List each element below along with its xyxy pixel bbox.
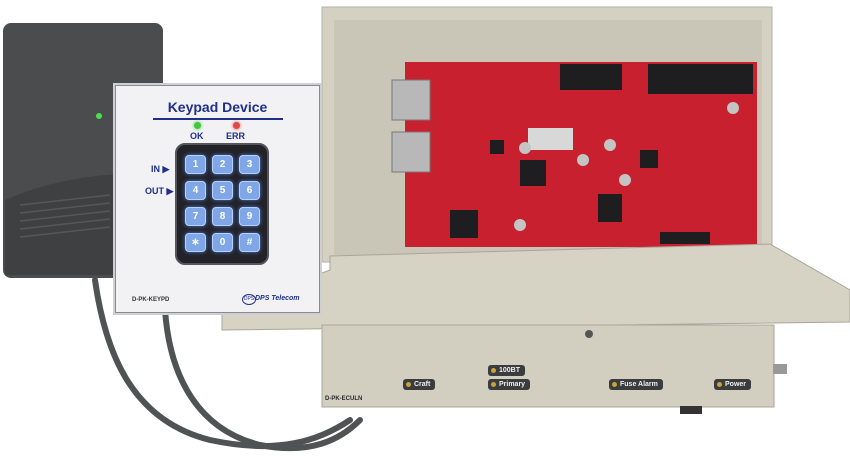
key-2[interactable]: 2 [212,155,233,174]
dps-logo-icon: DPS [242,294,256,305]
err-led-icon [233,122,240,129]
key-0[interactable]: 0 [212,233,233,252]
key-star[interactable]: ∗ [185,233,206,252]
indicator-dot-icon [491,367,496,373]
keypad-model-label: D-PK-KEYPD [132,297,170,303]
cable-reader [92,277,353,450]
key-6[interactable]: 6 [239,181,260,200]
ok-led-icon [194,122,201,129]
enclosure [221,6,850,414]
in-label: IN ▶ [151,164,170,174]
reader-led [96,113,102,119]
keypad-title: Keypad Device [167,99,268,115]
ok-label: OK [190,131,204,141]
key-7[interactable]: 7 [185,207,206,226]
front-panel [321,324,775,408]
indicator-dot-icon [717,381,722,387]
out-label: OUT ▶ [145,186,174,196]
key-1[interactable]: 1 [185,155,206,174]
title-underline [153,118,283,120]
brand-label: DPS Telecom [255,295,300,302]
keypad: 1 2 3 4 5 6 7 8 9 ∗ 0 # [175,143,269,265]
cable-keypad [162,307,363,452]
label-craft: Craft [403,379,436,390]
label-primary: Primary [488,379,531,390]
enclosure-model-label: D-PK-ECULN [325,396,363,402]
keypad-faceplate: Keypad Device OK ERR IN ▶ OUT ▶ 1 2 3 4 … [113,83,322,315]
key-9[interactable]: 9 [239,207,260,226]
key-4[interactable]: 4 [185,181,206,200]
indicator-dot-icon [612,381,617,387]
network-ports [391,79,431,173]
indicator-dot-icon [491,381,496,387]
err-label: ERR [226,131,246,141]
key-3[interactable]: 3 [239,155,260,174]
label-fuse-alarm: Fuse Alarm [609,379,663,390]
indicator-dot-icon [406,381,411,387]
key-8[interactable]: 8 [212,207,233,226]
label-power: Power [714,379,752,390]
key-5[interactable]: 5 [212,181,233,200]
label-100bt: 100BT [488,365,526,376]
key-hash[interactable]: # [239,233,260,252]
